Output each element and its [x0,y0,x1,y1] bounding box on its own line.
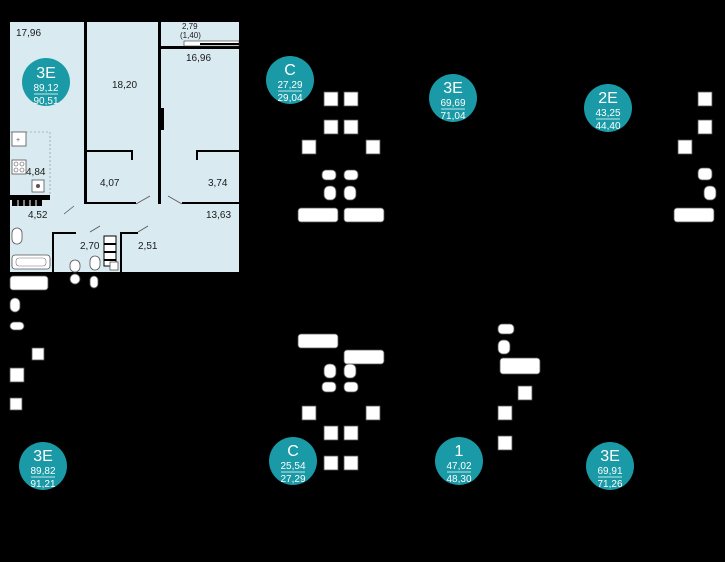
room-area-closet-b: 3,74 [208,178,228,189]
badge-area-living: 27,29 [277,80,302,91]
badge-area-total: 27,29 [280,474,305,485]
room-area-living: 18,20 [112,80,137,91]
apartment-badge[interactable]: С 25,54 27,29 [269,437,317,485]
badge-type: 3E [443,80,463,97]
apartment-badge[interactable]: С 27,29 29,04 [266,56,314,104]
cooktop-icon [11,159,27,175]
badge-type: 3E [600,448,620,465]
badge-area-total: 29,04 [277,93,302,104]
apartment-badge[interactable]: 3E 89,82 91,21 [19,442,67,490]
badge-area-living: 69,69 [440,98,465,109]
badge-area-total: 44,40 [595,121,620,132]
room-area-wardrobe: 2,51 [138,241,158,252]
room-area-closet-a: 4,07 [100,178,120,189]
badge-area-living: 43,25 [595,108,620,119]
badge-area-total: 71,04 [440,111,465,122]
fixture-cluster-top-right [673,91,717,223]
badge-area-living: 69,91 [597,466,622,477]
badge-area-total: 91,21 [30,479,55,490]
radiator-icon [12,200,42,206]
ventilation-icon [103,235,117,267]
sink-icon [31,179,45,193]
fixture-cluster-bottom-center [297,333,385,471]
apartment-badge[interactable]: 3E 69,69 71,04 [429,74,477,122]
room-area-wc: 4,52 [28,210,48,221]
badge-area-living: 25,54 [280,461,305,472]
badge-area-living: 89,12 [33,83,58,94]
stove-icon: + [11,131,27,147]
room-area-bath-b: 2,70 [80,241,100,252]
fixture-cluster-left [9,273,99,411]
room-area-bedroom: 16,96 [186,53,211,64]
apartment-badge[interactable]: 3E 89,12 90,51 [22,58,70,107]
badge-area-living: 47,02 [446,461,471,472]
badge-type: 2E [598,90,618,107]
room-area-balcony-alt: (1,40) [180,31,201,40]
svg-text:+: + [16,137,20,144]
sink-icon [109,261,119,271]
apartment-badge[interactable]: 1 47,02 48,30 [435,437,483,485]
badge-area-total: 48,30 [446,474,471,485]
fixture-cluster-bottom-right [497,323,541,451]
toilet-icon [89,255,101,271]
toilet-icon [11,227,23,245]
badge-area-living: 89,82 [30,466,55,477]
apartment-badge[interactable]: 3E 69,91 71,26 [586,442,634,490]
room-area-hall: 17,96 [16,28,41,39]
badge-area-total: 90,51 [33,96,58,107]
room-area-corridor: 13,63 [206,210,231,221]
apartment-badge[interactable]: 2E 43,25 44,40 [584,84,632,132]
fixture-cluster-top-center [297,91,385,223]
toilet-icon [69,259,81,273]
badge-type: С [287,443,299,460]
badge-type: 1 [455,443,464,460]
room-area-balcony: 2,79 [182,22,198,31]
bathtub-icon [11,254,51,270]
badge-type: 3E [36,65,56,82]
badge-area-total: 71,26 [597,479,622,490]
badge-type: 3E [33,448,53,465]
room-area-bath-a: 4,84 [26,167,46,178]
badge-type: С [284,62,296,79]
